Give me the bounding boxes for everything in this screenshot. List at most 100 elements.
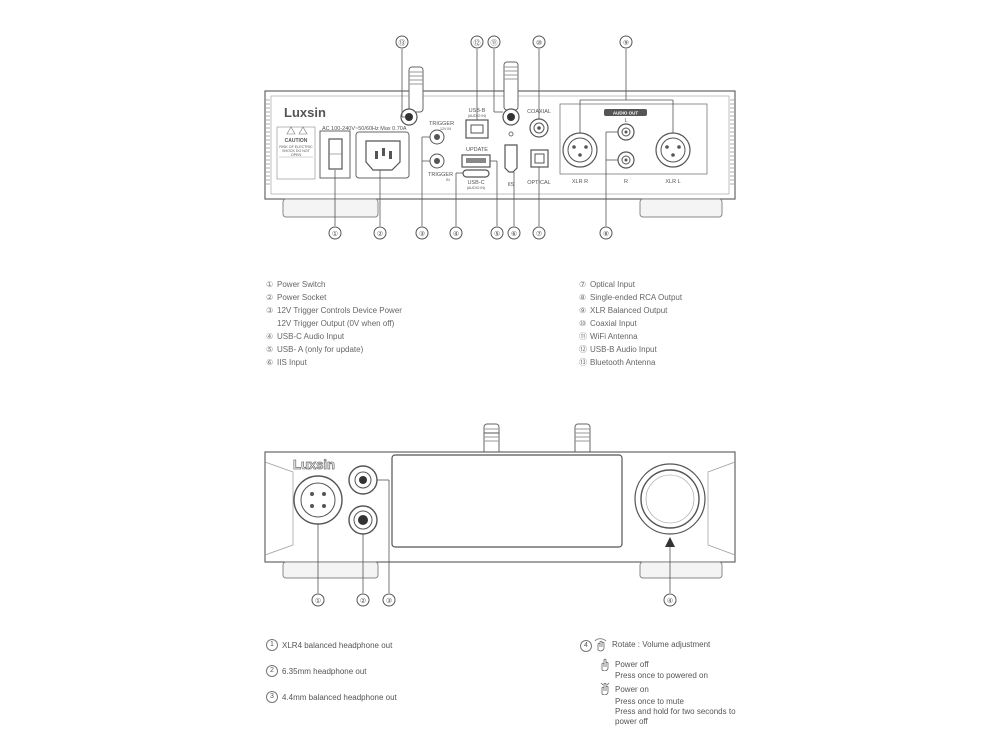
rotate-hand-icon: [594, 638, 607, 652]
caution-title: CAUTION: [285, 138, 308, 144]
back-foot-left: [282, 198, 379, 218]
callout-7: [532, 226, 546, 240]
warning-triangle-icon: [286, 126, 296, 135]
back-brand: Luxsin: [284, 105, 326, 120]
legend-text: IIS Input: [277, 358, 307, 367]
controls-num: 4: [580, 640, 592, 652]
controls-legend: 4 Rotate : Volume adjustment Power off P…: [580, 638, 760, 728]
callout-13: [395, 35, 409, 49]
legend-num: 2: [266, 665, 278, 677]
power-off-desc: Press once to powered on: [615, 671, 708, 680]
usb-b-label: USB-B: [469, 108, 486, 114]
front-brand: Luxsin: [293, 457, 335, 472]
front-legend: 1 XLR4 balanced headphone out 2 6.35mm hea…: [266, 639, 516, 709]
legend-text: Single-ended RCA Output: [590, 293, 683, 302]
coaxial-label: COAXIAL: [527, 109, 551, 115]
callout-9-label: ⑨: [623, 39, 629, 47]
power-on-icon-wrap: [598, 681, 616, 695]
legend-num: ⑤: [266, 345, 274, 354]
legend-text-2: 12V Trigger Output (0V when off): [277, 319, 395, 328]
callout-11-label: ⑪: [491, 39, 498, 47]
power-on-desc3: power off: [615, 717, 648, 726]
callout-7-label: ⑦: [536, 230, 542, 238]
trigger-out-label: TRIGGER: [428, 172, 453, 178]
trigger-out-sub: IN: [446, 178, 450, 182]
xlr-l-label: XLR L: [665, 179, 680, 185]
power-off-icon-wrap: [598, 657, 616, 671]
callout-6-label: ⑥: [511, 230, 517, 238]
caution-label: [276, 126, 316, 180]
legend-text: Power Socket: [277, 293, 327, 302]
callout-2: [373, 226, 387, 240]
legend-text: 6.35mm headphone out: [282, 666, 367, 676]
iis-port: [504, 144, 518, 173]
callout-9: [619, 35, 633, 49]
callout-10: [532, 35, 546, 49]
legend-text: XLR4 balanced headphone out: [282, 640, 393, 650]
legend-num: ⑨: [579, 306, 587, 315]
callout-3-label: ③: [419, 230, 425, 238]
front-panel: [264, 423, 736, 607]
audio-out-badge: [604, 109, 647, 116]
legend-text: WiFi Antenna: [590, 332, 638, 341]
legend-text: 4.4mm balanced headphone out: [282, 692, 397, 702]
legend-text: USB-B Audio Input: [590, 345, 657, 354]
front-display: [391, 454, 623, 548]
caution-line1: RISK OF ELECTRIC: [279, 145, 313, 149]
legend-item: 1 XLR4 balanced headphone out: [266, 639, 392, 651]
callout-3: [415, 226, 429, 240]
usb-c-sub: (AUDIO IN): [467, 186, 485, 190]
power-rating: AC 100-240V~50/60Hz Max 0.70A: [322, 126, 407, 132]
volume-pointer-arrow: [665, 537, 675, 547]
usb-c-port: [462, 169, 490, 178]
audio-out-group: [559, 103, 708, 175]
legend-item: 2 6.35mm headphone out: [266, 665, 367, 677]
legend-num: 1: [266, 639, 278, 651]
front-callout-3: ③: [386, 597, 392, 605]
front-callout-2: ②: [360, 597, 366, 605]
callout-12: [470, 35, 484, 49]
callout-12-label: ⑫: [474, 39, 481, 47]
optical-label: OPTICAL: [527, 180, 551, 186]
legend-num: ⑥: [266, 358, 274, 367]
caution-line2: SHOCK DO NOT: [282, 149, 311, 153]
front-callout-4: ④: [667, 597, 673, 605]
audio-out-label: AUDIO OUT: [613, 111, 639, 116]
press-hold-hand-icon: [600, 682, 610, 695]
callout-4-label: ④: [453, 230, 459, 238]
bottom-leader-lines: [334, 131, 618, 226]
xlr-r-label: XLR R: [572, 179, 588, 185]
power-on-desc2: Press and hold for two seconds to: [615, 707, 736, 716]
legend-num: ⑫: [579, 345, 587, 354]
rca-r-label: R: [624, 179, 628, 185]
iis-label: IIS: [508, 182, 515, 188]
legend-text: USB- A (only for update): [277, 345, 364, 354]
power-on-title: Power on: [615, 685, 649, 694]
optical-port: [530, 149, 549, 168]
callout-6: [507, 226, 521, 240]
legend-num: ②: [266, 293, 274, 302]
callout-1: [328, 226, 342, 240]
rca-l-label: L: [624, 118, 627, 124]
legend-num: ⑬: [579, 358, 587, 367]
legend-text: 12V Trigger Controls Device Power: [277, 306, 402, 315]
press-hand-icon: [601, 658, 609, 671]
callout-11: [487, 35, 501, 49]
back-foot-right: [639, 198, 723, 218]
callout-8-label: ⑧: [603, 230, 609, 238]
rotate-text: Rotate : Volume adjustment: [612, 640, 711, 650]
callout-2-label: ②: [377, 230, 383, 238]
trigger-in-sub: 12V IN: [440, 127, 451, 131]
